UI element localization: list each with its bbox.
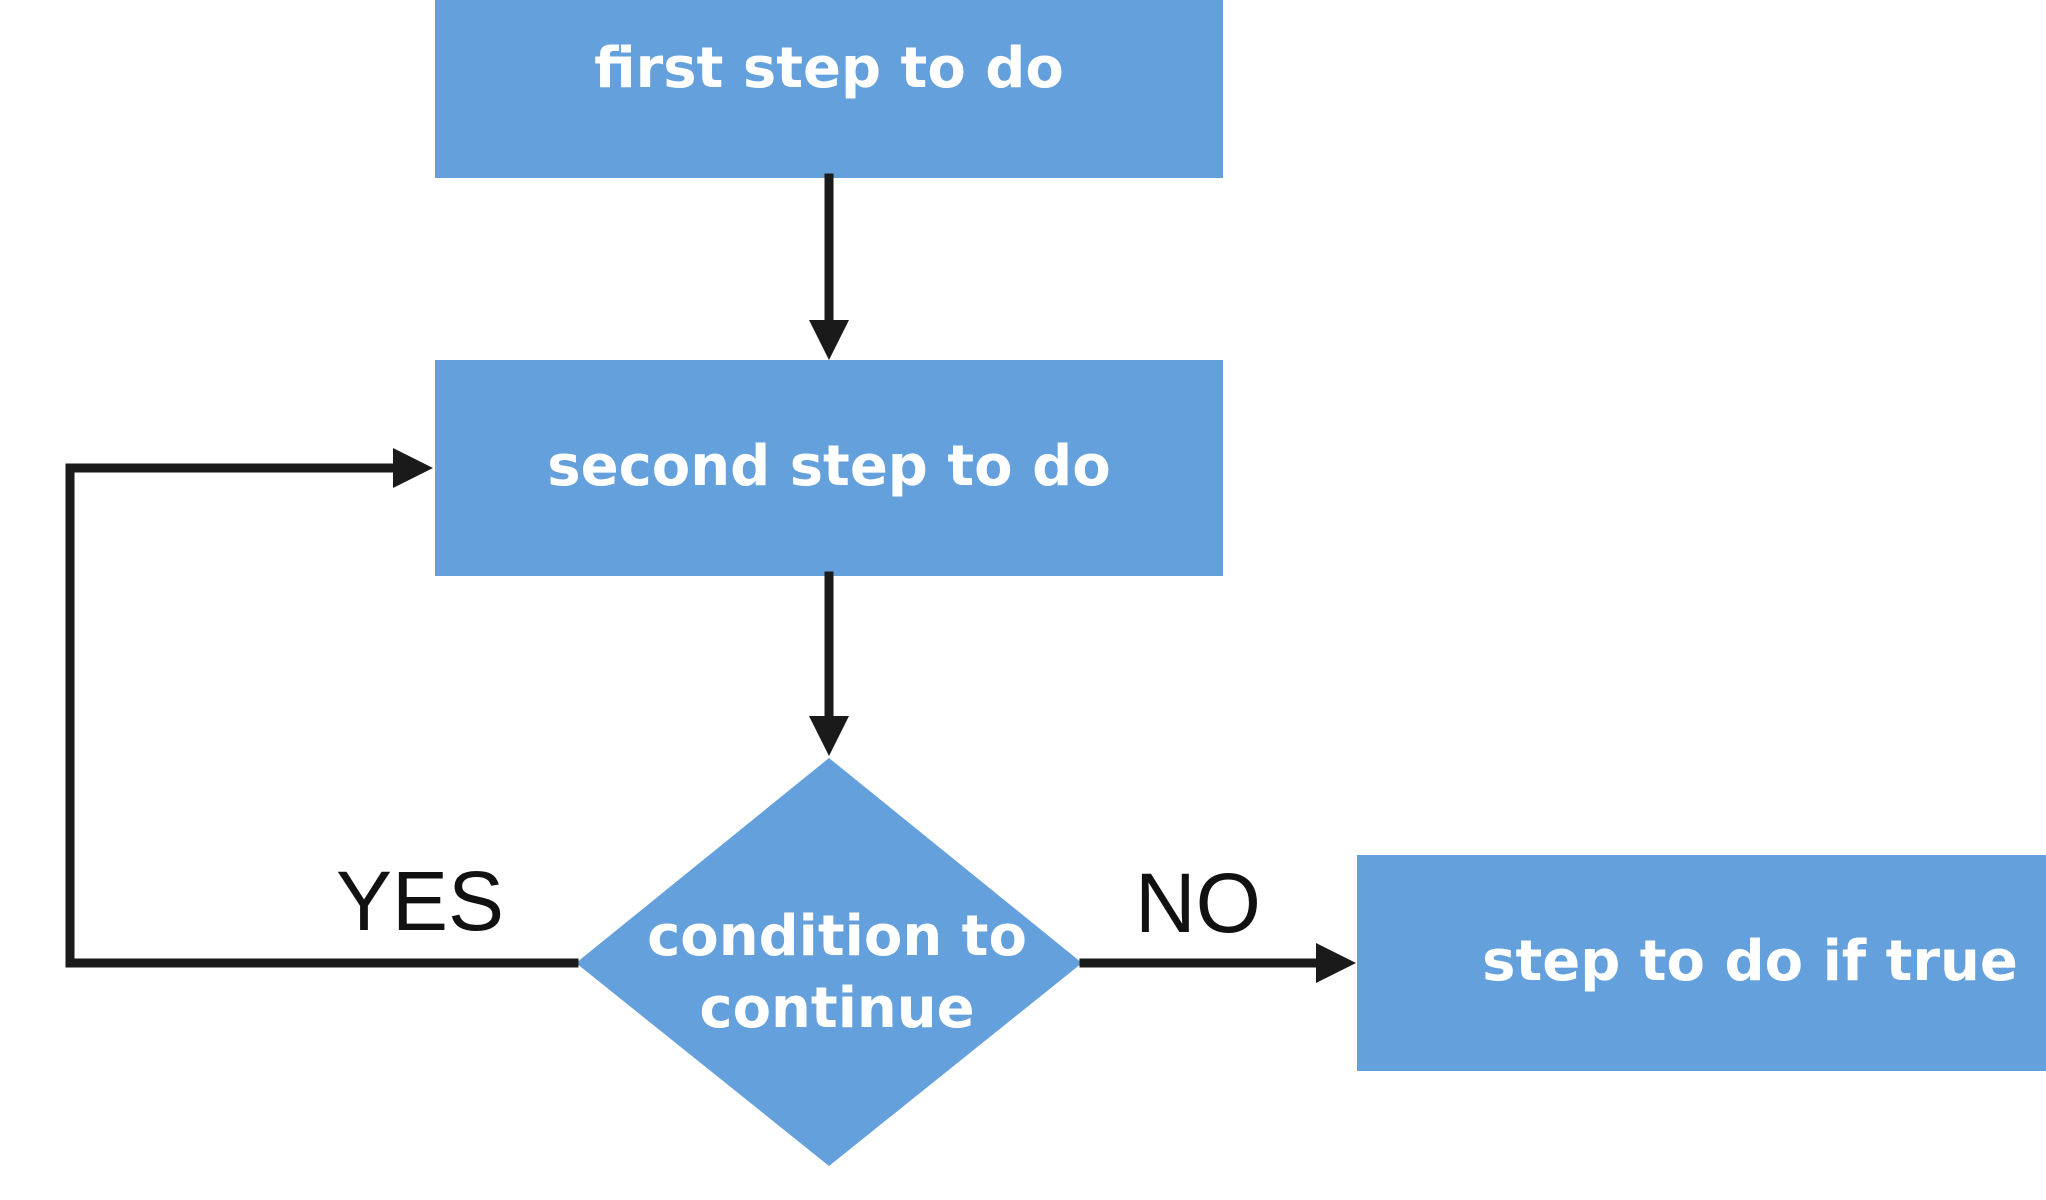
edge-second-to-condition	[809, 571, 849, 756]
node-true-step-box	[1357, 855, 2046, 1071]
edge-yes-loop-line	[65, 463, 579, 968]
arrow-head-down-icon	[809, 716, 849, 756]
node-second-step: second step to do	[435, 360, 1223, 576]
arrow-head-right-icon	[393, 448, 433, 488]
node-true-step-label: step to do if true	[1482, 929, 2018, 994]
node-first-step-label: first step to do	[594, 36, 1064, 101]
arrow-head-right-icon	[1316, 943, 1356, 983]
edge-first-to-second	[809, 173, 849, 360]
node-first-step: first step to do	[435, 0, 1223, 178]
node-true-step: step to do if true	[1357, 855, 2046, 1071]
edge-yes-label: YES	[336, 854, 504, 948]
edge-no: NO	[1079, 856, 1356, 983]
node-second-step-label: second step to do	[547, 434, 1110, 499]
edge-no-label: NO	[1135, 856, 1261, 950]
node-condition-diamond	[576, 758, 1082, 1166]
node-condition-label-line1: condition to	[647, 904, 1027, 969]
node-condition-label-line2: continue	[699, 976, 974, 1041]
edge-yes-loop: YES	[65, 448, 579, 968]
node-first-step-box	[435, 0, 1223, 178]
node-second-step-box	[435, 360, 1223, 576]
arrow-head-down-icon	[809, 320, 849, 360]
node-condition: condition to continue	[576, 758, 1082, 1166]
